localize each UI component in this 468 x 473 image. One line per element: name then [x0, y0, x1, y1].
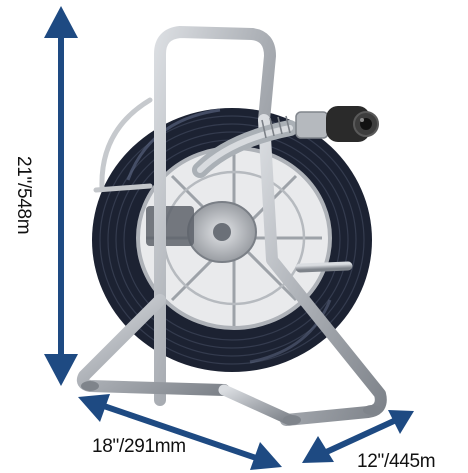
carry-handle — [154, 26, 276, 406]
depth-dimension-arrow — [302, 410, 414, 463]
camera-head — [326, 106, 379, 142]
width-dimension-arrow — [78, 394, 282, 470]
height-dimension-label: 21"/548m — [13, 156, 34, 235]
reel-frame — [76, 26, 387, 426]
width-dimension-label: 18"/291mm — [92, 436, 186, 457]
push-cable-guide — [192, 111, 329, 178]
depth-dimension-label: 12"/445m — [357, 451, 436, 472]
height-dimension-arrow — [44, 6, 78, 386]
